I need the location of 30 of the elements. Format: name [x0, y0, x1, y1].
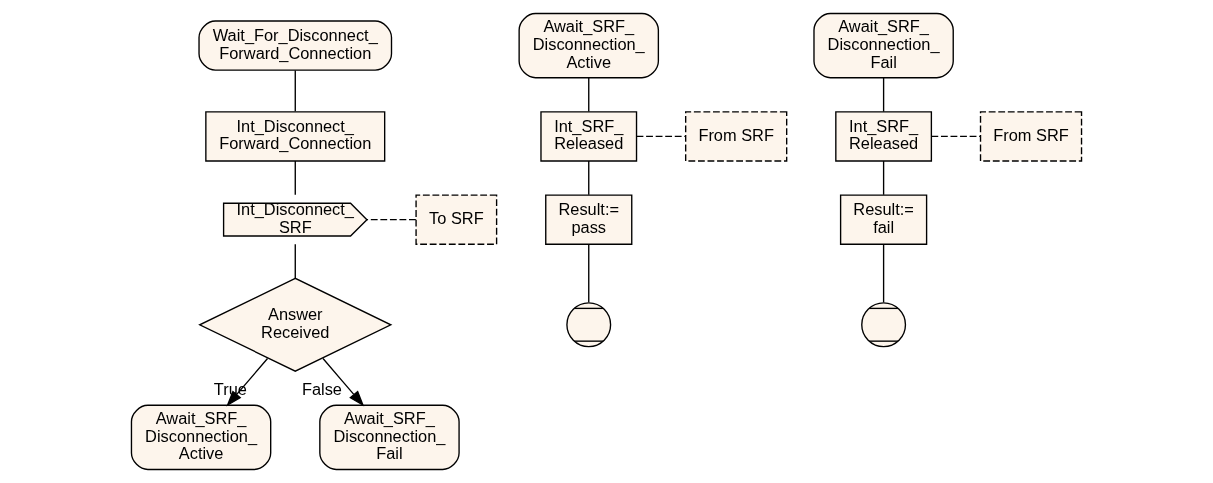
node-box: Int_SRF_ Released — [540, 111, 638, 162]
arrow — [322, 357, 365, 407]
node-box: From SRF — [685, 111, 788, 162]
connector — [366, 218, 417, 221]
connector — [882, 160, 885, 196]
connector — [588, 160, 590, 196]
node-box: Await_SRF_ Disconnection_ Active — [518, 12, 660, 79]
connector — [882, 243, 885, 304]
node-circle — [566, 302, 612, 348]
connector — [588, 243, 590, 304]
connector — [930, 135, 982, 138]
node-circle — [861, 302, 907, 348]
node-box: Result:= fail — [839, 194, 928, 245]
connector — [294, 69, 296, 113]
node-box: Int_Disconnect_ Forward_Connection — [205, 111, 386, 162]
node-box: To SRF — [415, 194, 498, 245]
node-box: Await_SRF_ Disconnection_ Fail — [813, 12, 954, 79]
node-box: Await_SRF_ Disconnection_ Fail — [319, 404, 460, 471]
connector — [635, 135, 687, 138]
connector — [294, 160, 296, 196]
connector — [882, 77, 885, 113]
node-box: Await_SRF_ Disconnection_ Active — [130, 404, 272, 471]
node-box: Wait_For_Disconnect_ Forward_Connection — [198, 20, 393, 71]
node-box: From SRF — [979, 111, 1083, 162]
connector — [588, 77, 590, 113]
node-diamond: Answer Received — [198, 277, 393, 372]
node-box: Result:= pass — [545, 194, 633, 245]
edge-label: False — [301, 380, 342, 399]
node-box: Int_SRF_ Released — [835, 111, 933, 162]
connector — [294, 243, 296, 279]
